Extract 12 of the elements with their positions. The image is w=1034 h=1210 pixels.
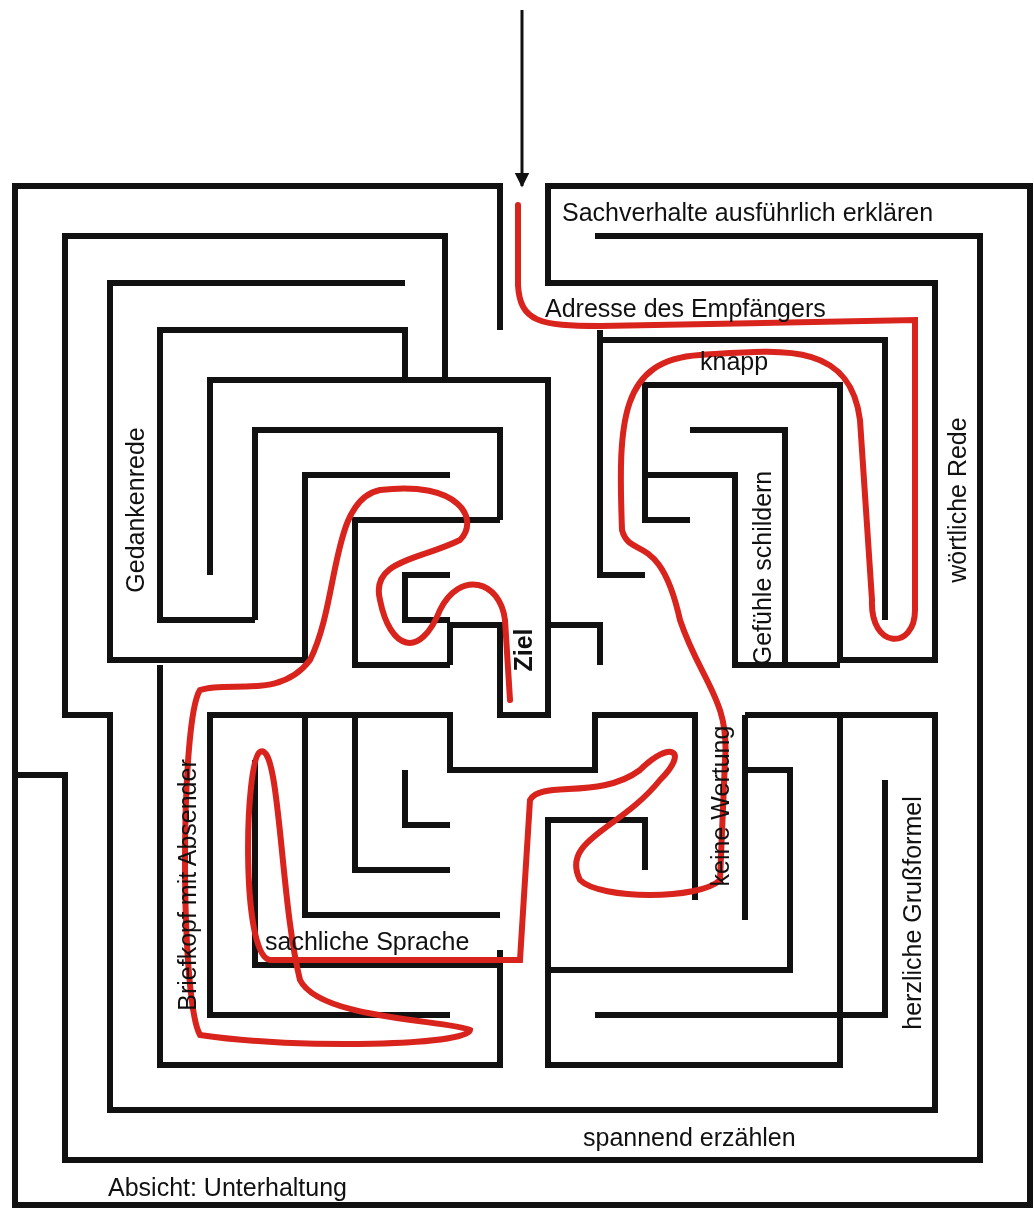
- goal-label: Ziel: [510, 628, 536, 672]
- corridor-label: keine Wertung: [707, 725, 733, 887]
- corridor-label: Adresse des Empfängers: [545, 296, 826, 321]
- corridor-label: knapp: [700, 349, 769, 374]
- corridor-label: herzliche Grußformel: [899, 796, 925, 1030]
- corridor-label: wörtliche Rede: [944, 417, 970, 583]
- corridor-label: Sachverhalte ausführlich erklären: [562, 200, 934, 225]
- corridor-label: Gefühle schildern: [749, 470, 775, 666]
- corridor-label: spannend erzählen: [583, 1125, 796, 1150]
- corridor-label: Briefkopf mit Absender: [174, 759, 200, 1011]
- corridor-label: Gedankenrede: [122, 427, 148, 593]
- start-label: Absicht: Unterhaltung: [108, 1175, 348, 1200]
